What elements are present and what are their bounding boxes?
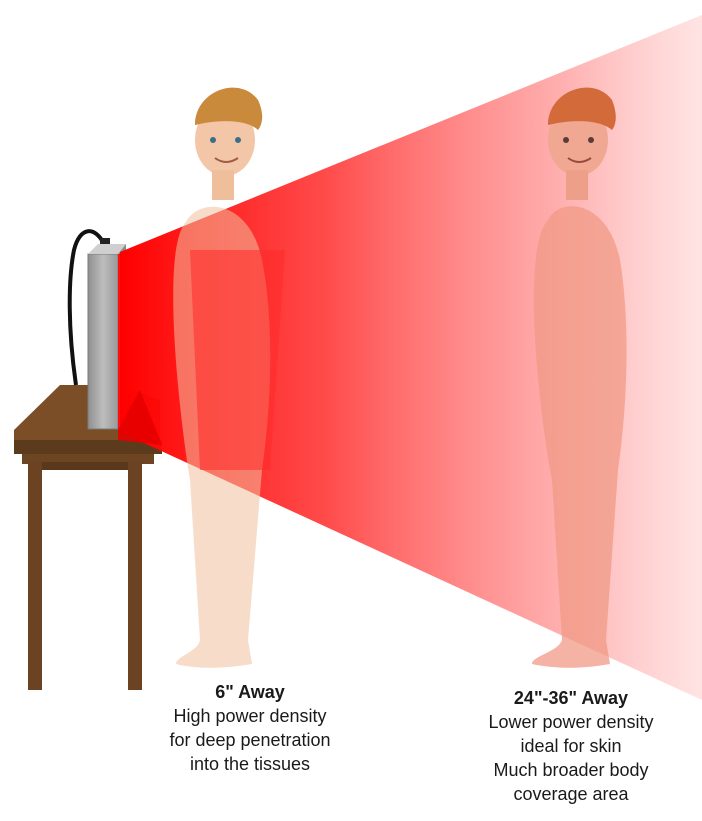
far-line-3: Much broader body — [440, 758, 702, 782]
near-distance-caption: 6" Away High power density for deep pene… — [90, 680, 410, 776]
near-distance-title: 6" Away — [90, 680, 410, 704]
far-line-2: ideal for skin — [440, 734, 702, 758]
far-line-4: coverage area — [440, 782, 702, 806]
near-line-1: High power density — [90, 704, 410, 728]
person-near — [173, 88, 285, 668]
far-distance-title: 24"-36" Away — [440, 686, 702, 710]
near-line-2: for deep penetration — [90, 728, 410, 752]
far-distance-caption: 24"-36" Away Lower power density ideal f… — [440, 686, 702, 806]
far-line-1: Lower power density — [440, 710, 702, 734]
near-line-3: into the tissues — [90, 752, 410, 776]
